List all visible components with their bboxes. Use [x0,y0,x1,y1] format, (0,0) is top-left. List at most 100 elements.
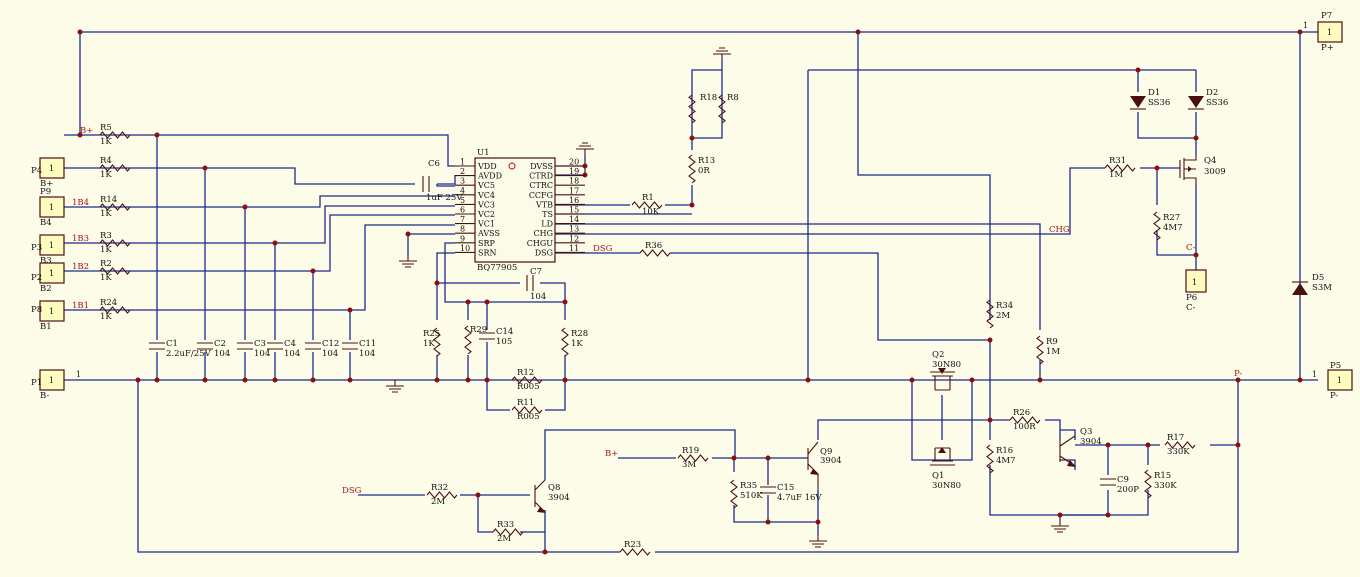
capacitor-ref: C4 [284,339,296,349]
diode-ref: D5 [1312,273,1324,283]
ic-pin-number: 8 [460,225,465,234]
resistor-value: 1K [100,209,112,219]
connector-pin: 1 [1337,376,1342,385]
resistor-ref: R31 [1109,156,1126,166]
resistor-value: 4M7 [1163,223,1183,233]
connector-ref: P8 [31,305,42,315]
ic-pin-name: TS [542,210,553,219]
connector-p8: 1 P8 B1 [31,300,65,332]
mosfet-q2: Q2 30N80 [930,350,961,391]
connector-ref: P9 [40,187,51,197]
resistor-body [1153,211,1161,241]
resistor-ref: R13 [698,156,715,166]
capacitor-plates [479,332,495,340]
resistor-body [718,94,726,124]
pin-number-label: 1 [1312,370,1317,379]
bjt-q8: Q8 3904 [534,479,570,513]
ic-pin-number: 11 [569,244,579,253]
transistor-ref: Q3 [1080,427,1092,437]
resistor-r18: R18 [688,93,717,124]
capacitor-value: 200P [1117,485,1139,495]
ic-pin-name: CCFG [529,191,553,200]
resistor-r29: R29 [464,325,487,355]
resistor-value: 4M7 [996,456,1016,466]
capacitor-value: 104 [254,349,270,359]
connector-net: P+ [1321,43,1334,53]
diode-value: SS36 [1206,98,1228,108]
resistor-value: 1M [1046,347,1060,357]
net-labels: B+ 1B4 1B3 1B2 1B1 DSG CHG C- P- B+ DSG [72,126,1242,496]
ic-pin-name: SRN [478,248,497,257]
ic-pin-name: AVSS [477,229,500,238]
capacitor-value: 4.7uF 16V [777,493,822,503]
resistor-value: R005 [517,412,540,422]
resistor-ref: R28 [571,329,588,339]
connector-net: B1 [40,322,52,332]
net-label-1b1: 1B1 [72,301,89,311]
resistor-body [511,376,543,384]
net-label-bplus: B+ [80,126,93,136]
ground-icon [576,142,594,155]
capacitor-ref: C2 [214,339,226,349]
resistor-body [99,239,131,247]
capacitor-plates [149,342,165,350]
capacitor-value: 104 [359,349,375,359]
resistor-body [631,201,663,209]
connector-net: B+ [40,179,53,189]
diode-d2: D2 SS36 [1188,88,1228,110]
ic-right-pins: 20DVSS19CTRD18CTRC17CCFG16VTB15TS14LD13C… [527,158,585,257]
ic-part-label: BQ77905 [477,263,517,273]
resistor-ref: R17 [1167,433,1184,443]
connector-p6: 1 P6 C- [1185,269,1207,313]
transistor-value: 3009 [1204,167,1226,177]
resistor-value: 510K [740,491,763,501]
resistor-body [1164,441,1196,449]
resistor-ref: R15 [1154,471,1171,481]
resistor-body [986,444,994,474]
ic-pin-name: CHG [534,229,554,238]
resistor-ref: R1 [642,193,654,203]
resistor-value: 1K [100,312,112,322]
pin-number-label: 1 [1303,21,1308,30]
resistor-ref: R14 [100,195,117,205]
capacitor-ref: C6 [428,159,440,169]
resistor-value: 1K [100,170,112,180]
resistor-ref: R18 [700,93,717,103]
ic-pin-name: LD [541,220,553,229]
capacitor-ref: C15 [777,483,794,493]
resistor-ref: R36 [645,241,662,251]
connector-pin: 1 [49,307,54,316]
ic-pin-number: 9 [460,234,465,243]
resistor-ref: R25 [423,329,440,339]
resistor-value: 1M [1109,170,1123,180]
net-label-chg: CHG [1049,225,1070,235]
resistor-ref: R16 [996,446,1013,456]
ic-pin-number: 20 [569,158,579,167]
net-label-pminus: P- [1234,369,1242,379]
capacitor-ref: C11 [359,339,376,349]
transistor-value: 3904 [820,456,842,466]
connector-net: B4 [40,218,52,228]
connector-ref: P1 [31,378,42,388]
capacitor-ref: C1 [166,339,178,349]
capacitor-plates [1100,478,1116,486]
capacitor-ref: C14 [496,327,513,337]
diode-ref: D1 [1148,88,1160,98]
resistor-ref: R9 [1046,337,1058,347]
diode-d1: D1 SS36 [1130,88,1170,110]
connector-net: C- [1186,303,1196,313]
resistor-ref: R24 [100,298,117,308]
